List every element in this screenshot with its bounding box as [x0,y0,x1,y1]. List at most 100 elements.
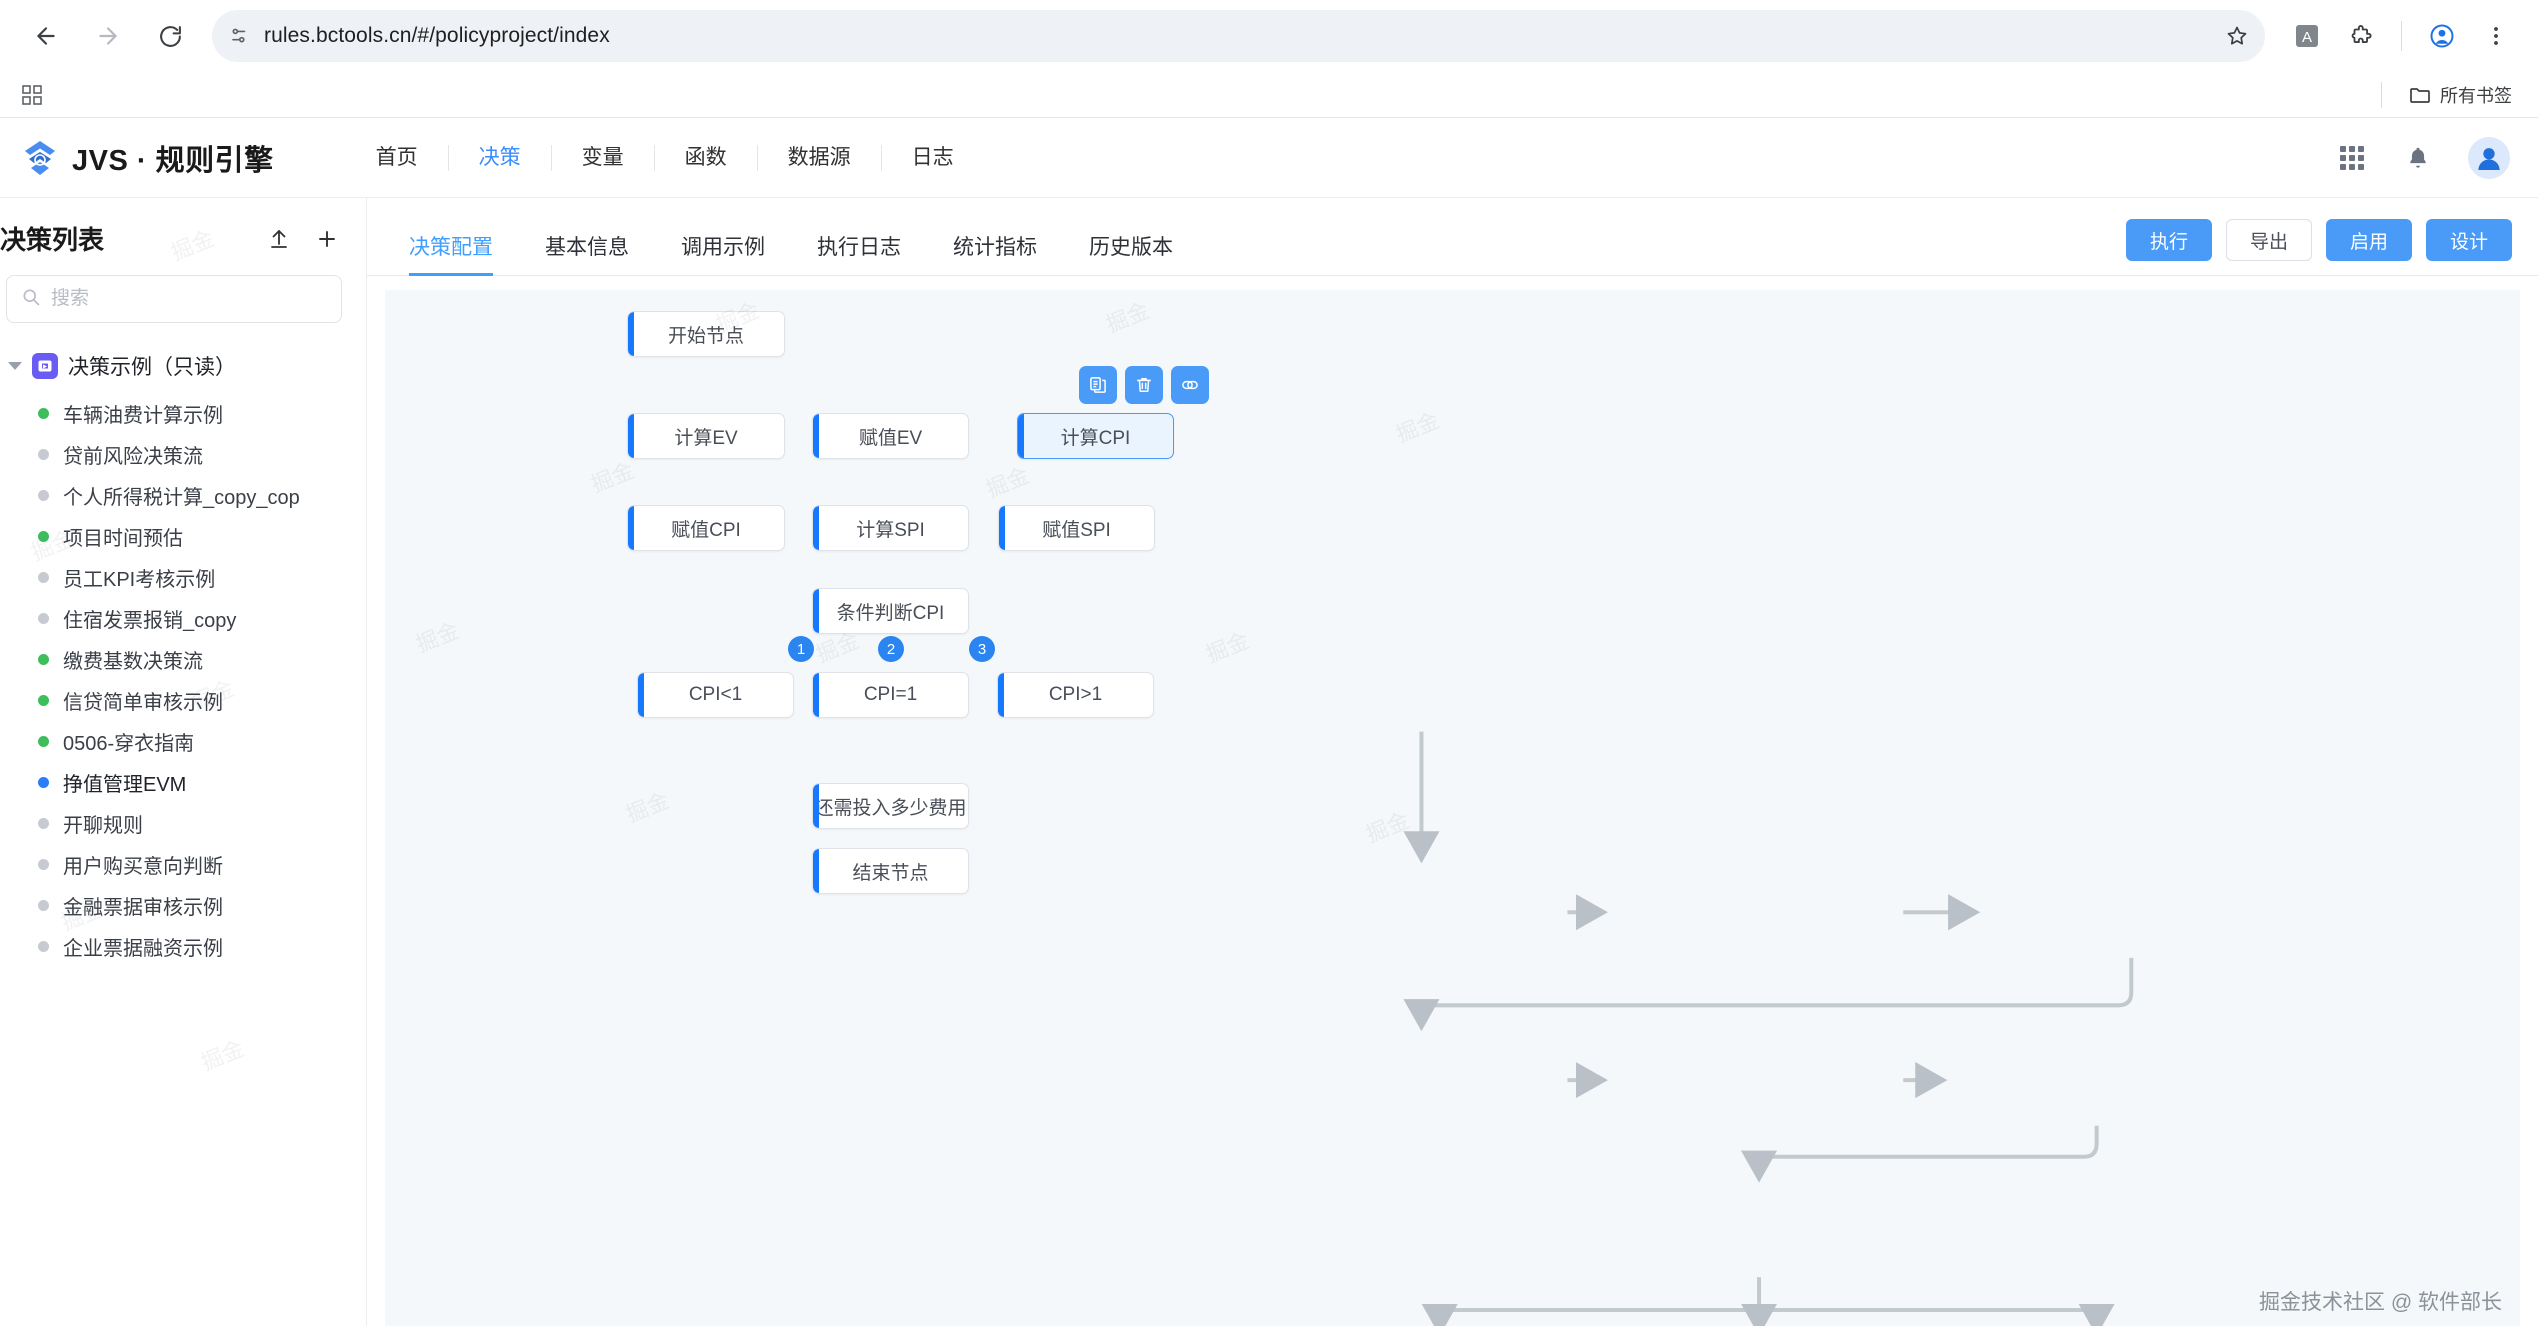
tab-history-versions[interactable]: 历史版本 [1089,236,1173,259]
list-item[interactable]: 金融票据审核示例 [0,885,366,926]
flow-node-cpi-gt-1[interactable]: CPI>1 [997,672,1154,718]
address-bar[interactable]: rules.bctools.cn/#/policyproject/index [212,10,2265,62]
brand-logo-area[interactable]: JVS · 规则引擎 [20,137,274,179]
flow-node-condition-cpi[interactable]: 条件判断CPI [812,588,969,634]
three-dot-menu-icon[interactable] [2472,12,2520,60]
list-item[interactable]: 缴费基数决策流 [0,639,366,680]
bookmark-star-icon[interactable] [2213,24,2249,48]
list-item[interactable]: 0506-穿衣指南 [0,721,366,762]
page-watermark: 掘金技术社区 @ 软件部长 [2259,1291,2502,1314]
flow-node-set-cpi[interactable]: 赋值CPI [627,505,785,551]
site-settings-icon[interactable] [228,25,250,47]
list-item[interactable]: 项目时间预估 [0,516,366,557]
all-bookmarks-button[interactable]: 所有书签 [2400,78,2520,112]
list-item[interactable]: 贷前风险决策流 [0,434,366,475]
nav-item-function[interactable]: 函数 [684,145,727,169]
nav-item-datasource[interactable]: 数据源 [787,145,851,169]
nav-item-decision[interactable]: 决策 [478,145,521,169]
list-item-label: 项目时间预估 [63,528,183,550]
bell-notification-icon[interactable] [2402,142,2434,174]
status-dot [38,572,49,583]
brand-name: JVS · 规则引擎 [72,144,274,177]
reload-icon[interactable] [142,8,198,64]
watermark-tile: 掘金 [1392,407,1443,448]
list-item-label: 贷前风险决策流 [63,446,203,468]
copy-node-button[interactable] [1079,366,1117,404]
list-item-label: 缴费基数决策流 [63,651,203,673]
flow-node-calc-ev[interactable]: 计算EV [627,413,785,459]
user-avatar-icon[interactable] [2468,136,2510,179]
upload-icon[interactable] [266,226,292,252]
nav-item-home[interactable]: 首页 [375,145,418,169]
flow-node-set-ev[interactable]: 赋值EV [812,413,969,459]
status-dot [38,818,49,829]
list-item[interactable]: 企业票据融资示例 [0,926,366,967]
search-icon [21,287,41,312]
bookmarks-bar: 所有书签 [0,72,2538,118]
flow-node-set-spi[interactable]: 赋值SPI [998,505,1155,551]
tab-decision-config[interactable]: 决策配置 [399,231,519,276]
list-item-label: 信贷简单审核示例 [63,692,223,714]
status-dot [38,900,49,911]
apps-grid-icon[interactable] [18,81,46,109]
list-item[interactable]: 开聊规则 [0,803,366,844]
nav-divider [880,144,882,171]
tab-basic-info[interactable]: 基本信息 [545,236,629,259]
list-item[interactable]: 信贷简单审核示例 [0,680,366,721]
watermark-tile: 掘金 [622,787,673,828]
design-button[interactable]: 设计 [2426,219,2512,261]
nav-divider [447,144,449,171]
tree-group-decision-examples[interactable]: 决策示例（只读） [0,345,366,387]
list-item-label: 开聊规则 [63,815,143,837]
flow-node-cpi-eq-1[interactable]: CPI=1 [812,672,969,718]
delete-node-button[interactable] [1125,366,1163,404]
branch-badge-3[interactable]: 3 [969,636,995,662]
list-item-label: 金融票据审核示例 [63,897,223,919]
list-item[interactable]: 住宿发票报销_copy [0,598,366,639]
decision-tree: 决策示例（只读） 车辆油费计算示例 贷前风险决策流 个人所得税计算_copy_c… [0,345,366,967]
link-node-button[interactable] [1171,366,1209,404]
content-action-buttons: 执行 导出 启用 设计 [2126,219,2512,275]
list-item-label: 员工KPI考核示例 [63,569,216,591]
tab-statistics[interactable]: 统计指标 [953,236,1037,259]
flow-canvas[interactable]: 开始节点 计算EV 赋值EV 计算CPI [385,290,2520,1326]
status-dot [38,654,49,665]
branch-badge-2[interactable]: 2 [878,636,904,662]
tab-execution-log[interactable]: 执行日志 [817,236,901,259]
flow-node-remaining-cost[interactable]: 还需投入多少费用 [812,783,969,829]
sidebar-title: 决策列表 [0,225,105,255]
profile-avatar-icon[interactable] [2418,12,2466,60]
list-item[interactable]: 车辆油费计算示例 [0,393,366,434]
forward-arrow-icon[interactable] [80,8,136,64]
export-button[interactable]: 导出 [2226,219,2312,261]
browser-toolbar: rules.bctools.cn/#/policyproject/index A [0,0,2538,72]
nav-item-log[interactable]: 日志 [911,145,954,169]
search-input[interactable] [51,288,327,310]
flow-node-calc-cpi[interactable]: 计算CPI [1017,413,1174,459]
status-dot [38,613,49,624]
flow-node-end[interactable]: 结束节点 [812,848,969,894]
back-arrow-icon[interactable] [18,8,74,64]
chevron-down-icon[interactable] [8,362,22,370]
status-dot [38,531,49,542]
flow-node-start[interactable]: 开始节点 [627,311,785,357]
execute-button[interactable]: 执行 [2126,219,2212,261]
translate-icon[interactable]: A [2283,12,2331,60]
branch-badge-1[interactable]: 1 [788,636,814,662]
search-box[interactable] [6,275,342,323]
flow-node-cpi-lt-1[interactable]: CPI<1 [637,672,794,718]
tab-list: 决策配置 基本信息 调用示例 执行日志 统计指标 历史版本 [399,231,1199,276]
list-item[interactable]: 用户购买意向判断 [0,844,366,885]
flow-node-calc-spi[interactable]: 计算SPI [812,505,969,551]
tab-call-example[interactable]: 调用示例 [681,236,765,259]
list-item[interactable]: 个人所得税计算_copy_cop [0,475,366,516]
status-dot [38,490,49,501]
status-dot [38,859,49,870]
nav-item-variable[interactable]: 变量 [581,145,624,169]
apps-grid-icon[interactable] [2336,142,2368,174]
list-item[interactable]: 员工KPI考核示例 [0,557,366,598]
enable-button[interactable]: 启用 [2326,219,2412,261]
plus-icon[interactable] [314,226,340,252]
extensions-puzzle-icon[interactable] [2337,12,2385,60]
list-item-selected[interactable]: 挣值管理EVM [0,762,366,803]
